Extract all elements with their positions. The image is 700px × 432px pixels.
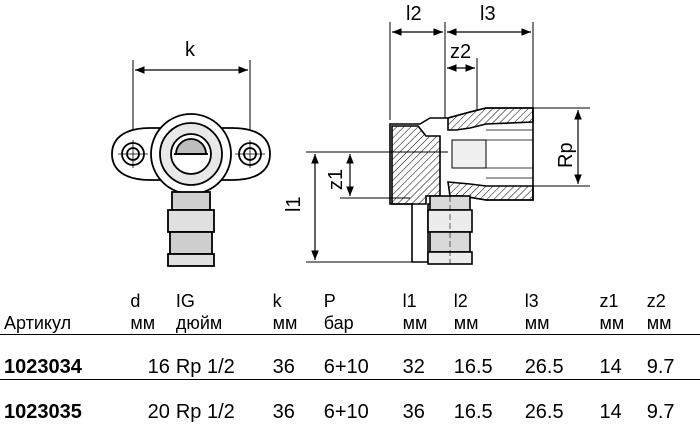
table-cell: 32 [402,334,454,380]
table-row: 1023034 16 Rp 1/2 36 6+10 32 16.5 26.5 1… [0,334,700,380]
label-l1: l1 [283,196,305,212]
table-cell: 14 [599,379,647,424]
label-l3: l3 [480,3,496,25]
table-row: 1023035 20 Rp 1/2 36 6+10 36 16.5 26.5 1… [0,379,700,424]
table-cell: 9.7 [646,379,700,424]
table-cell: 36 [272,334,324,380]
table-cell: 20 [130,379,176,424]
side-section-view [306,22,590,265]
table-cell: 16.5 [453,379,525,424]
table-cell: 6+10 [323,379,403,424]
label-z1: z1 [325,169,347,190]
table-cell: Rp 1/2 [175,379,273,424]
label-k: k [185,39,196,61]
table-cell: Rp 1/2 [175,334,273,380]
table-cell: 9.7 [646,334,700,380]
label-rp: Rp [555,142,577,168]
table-cell: 16 [130,334,176,380]
header-cell: Артикул [4,313,72,333]
table-cell: 26.5 [524,379,600,424]
technical-drawing: k l2 l3 z2 l1 z1 Rp [111,3,590,267]
table-cell: 26.5 [524,334,600,380]
label-l2: l2 [406,3,422,25]
table-cell: 6+10 [323,334,403,380]
table-cell: 16.5 [453,334,525,380]
article-cell: 1023034 [0,334,131,380]
label-z2: z2 [450,41,471,63]
front-view [111,60,271,267]
table-cell: 36 [272,379,324,424]
table-cell: 36 [402,379,454,424]
article-cell: 1023035 [0,379,131,424]
table-cell: 14 [599,334,647,380]
